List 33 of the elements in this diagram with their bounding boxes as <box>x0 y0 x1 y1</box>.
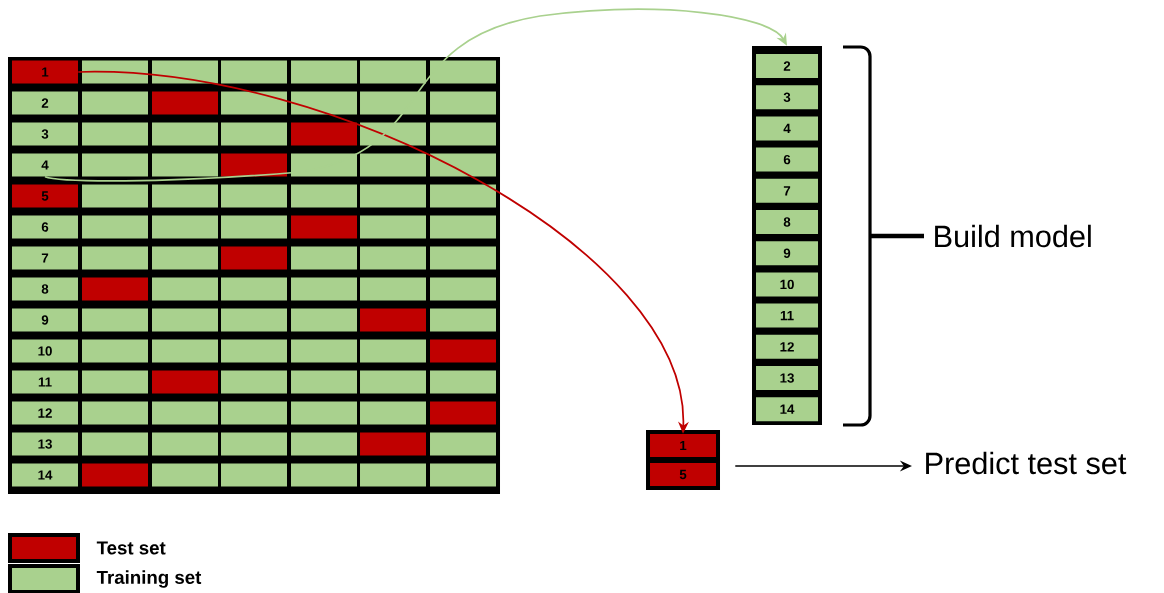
table-cell: 5 <box>650 463 716 486</box>
table-cell: 9 <box>756 241 818 266</box>
table-cell: 1 <box>12 60 78 84</box>
bracket-label: Build model <box>935 224 1091 248</box>
legend-label: Test set <box>96 541 166 555</box>
table-cell: 7 <box>12 246 78 270</box>
table-cell: 3 <box>756 85 818 110</box>
table-cell: 6 <box>12 215 78 239</box>
table-cell: 12 <box>756 334 818 359</box>
table-cell: 2 <box>756 54 818 78</box>
table-cell: 1 <box>650 434 716 457</box>
arrow <box>44 8 787 182</box>
table-cell: 10 <box>756 272 818 297</box>
table-cell: 11 <box>12 370 78 394</box>
table-cell: 4 <box>12 153 78 177</box>
table-cell: 9 <box>12 308 78 332</box>
table-cell: 4 <box>756 116 818 141</box>
table-cell: 6 <box>756 147 818 172</box>
table-cell: 10 <box>12 339 78 363</box>
table-cell: 11 <box>756 303 818 328</box>
action-label: Predict test set <box>926 451 1127 475</box>
table-cell: 5 <box>12 184 78 208</box>
table-cell: 3 <box>12 122 78 146</box>
table-cell: 2 <box>12 91 78 115</box>
legend-label: Training set <box>96 570 202 588</box>
table-cell: 13 <box>12 432 78 456</box>
table-cell: 8 <box>12 277 78 301</box>
table-cell: 13 <box>756 366 818 390</box>
table-cell: 7 <box>756 178 818 203</box>
table-cell: 8 <box>756 210 818 234</box>
table-cell: 14 <box>12 463 78 487</box>
table-cell: 14 <box>756 397 818 422</box>
table-cell: 12 <box>12 401 78 425</box>
